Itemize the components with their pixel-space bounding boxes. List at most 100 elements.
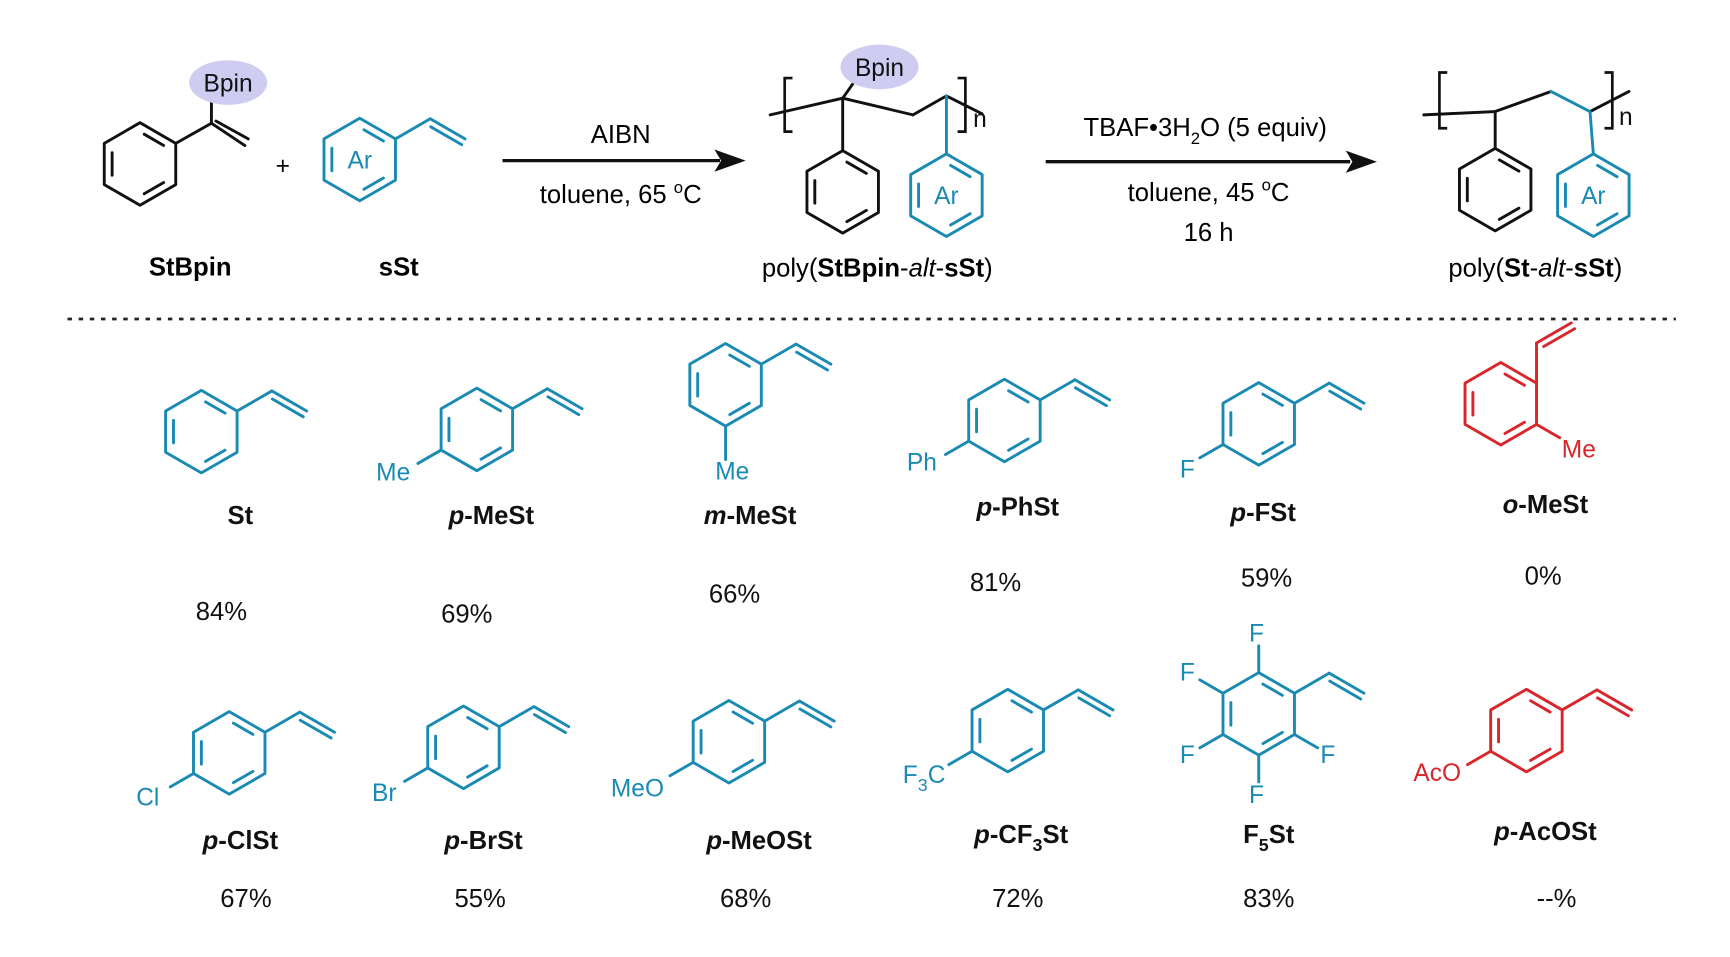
vinyl-group [1038, 378, 1112, 408]
monomer-yield: --% [1537, 885, 1577, 913]
double-bond [545, 387, 584, 411]
bpin-highlight [189, 60, 268, 105]
substituent-label: F [1249, 782, 1264, 809]
ring-double-bond [949, 212, 972, 227]
ring-double-bond [204, 448, 227, 463]
single-bond [394, 117, 432, 141]
polymer2-structure: Arn [1422, 71, 1633, 238]
single-bond [1293, 671, 1331, 695]
single-bond [1038, 378, 1077, 402]
benzene-ring [1463, 361, 1538, 447]
single-bond [263, 710, 302, 734]
ring-double-bond [362, 128, 385, 143]
double-bond [214, 119, 250, 141]
single-bond [235, 389, 274, 413]
vinyl-group [1535, 321, 1577, 385]
double-bond [428, 117, 467, 141]
double-bond [533, 713, 567, 734]
substituent-label: F [1180, 742, 1195, 769]
substituent-label: Me [376, 460, 410, 487]
double-bond [1074, 386, 1108, 408]
step2-time: 16 h [1184, 219, 1234, 247]
substituent-label: Me [1562, 436, 1596, 463]
substituent-bond [1198, 678, 1225, 695]
ring-double-bond [466, 716, 489, 731]
monomer-name: p-FSt [1229, 499, 1296, 527]
polymer1-label: poly(StBpin-alt-sSt) [762, 255, 993, 283]
substituent-label: F [1180, 456, 1195, 483]
substituent-label: F3C [903, 762, 946, 795]
monomer-name: p-MeSt [448, 502, 535, 530]
benzene-ring [805, 149, 880, 235]
ring-double-bond [1261, 682, 1284, 697]
substituent-bond [1535, 422, 1562, 440]
ring-double-bond [1261, 440, 1284, 456]
monomer-name: p-MeOSt [705, 827, 812, 855]
monomer-name: p-PhSt [975, 493, 1059, 521]
single-bond [759, 342, 798, 366]
double-bond [797, 699, 836, 723]
ring-double-bond [949, 163, 972, 179]
double-bond [209, 121, 247, 148]
bond [1588, 110, 1595, 156]
benzene-ring [970, 687, 1045, 774]
step1-conditions: toluene, 65 oC [540, 178, 702, 209]
substituent-label: F [1180, 659, 1195, 686]
substituent-bond [1293, 733, 1320, 750]
monomer-yield: 84% [196, 598, 247, 626]
double-bond [798, 707, 833, 729]
monomer-name: p-BrSt [443, 827, 523, 855]
bpin-label: Bpin [204, 70, 253, 97]
repeat-n: n [973, 106, 987, 133]
ring-double-bond [1007, 389, 1030, 404]
ring-double-bond [1596, 212, 1619, 227]
substituent-bond [1466, 749, 1493, 767]
bond [768, 96, 845, 117]
substituent-label: F [1249, 620, 1264, 647]
reaction-arrow-1 [502, 149, 746, 172]
single-bond [1560, 688, 1599, 712]
step1-reagent: AIBN [591, 121, 651, 149]
polymer2-label: poly(St-alt-sSt) [1448, 255, 1622, 283]
bond [1493, 90, 1553, 113]
double-bond [1327, 381, 1366, 405]
double-bond [1535, 321, 1573, 345]
bond [1588, 90, 1631, 113]
ring-double-bond [1261, 392, 1284, 407]
double-bond [1328, 389, 1363, 411]
double-bond [1595, 688, 1634, 712]
double-bond [270, 389, 309, 413]
monomer-name: o-MeSt [1503, 491, 1589, 519]
bond [1422, 110, 1497, 117]
bpin-label: Bpin [855, 55, 904, 82]
ring-double-bond [204, 400, 227, 415]
monomer-name: St [228, 502, 254, 530]
plus-sign: + [276, 153, 290, 180]
polymerization-scheme: StBpin + sSt AIBN toluene, 65 oC TBAF•3H… [102, 44, 1633, 283]
sst-label: sSt [379, 254, 419, 282]
polymer-bracket [1438, 71, 1448, 130]
monomer-yield: 83% [1243, 885, 1294, 913]
substituent-label: AcO [1413, 760, 1461, 787]
ring-double-bond [479, 446, 502, 461]
ring-double-bond [1007, 437, 1030, 452]
reaction-arrow-2 [1045, 150, 1377, 173]
double-bond [1076, 688, 1115, 712]
benzene-ring [1556, 152, 1631, 238]
substituent-label: Ph [907, 450, 937, 477]
ring-double-bond [845, 208, 868, 224]
benzene-ring [909, 152, 984, 238]
ring-double-bond [231, 769, 255, 785]
bond [1549, 90, 1592, 113]
stbpin-structure: Bpin [102, 60, 268, 207]
ring-double-bond [231, 721, 255, 736]
